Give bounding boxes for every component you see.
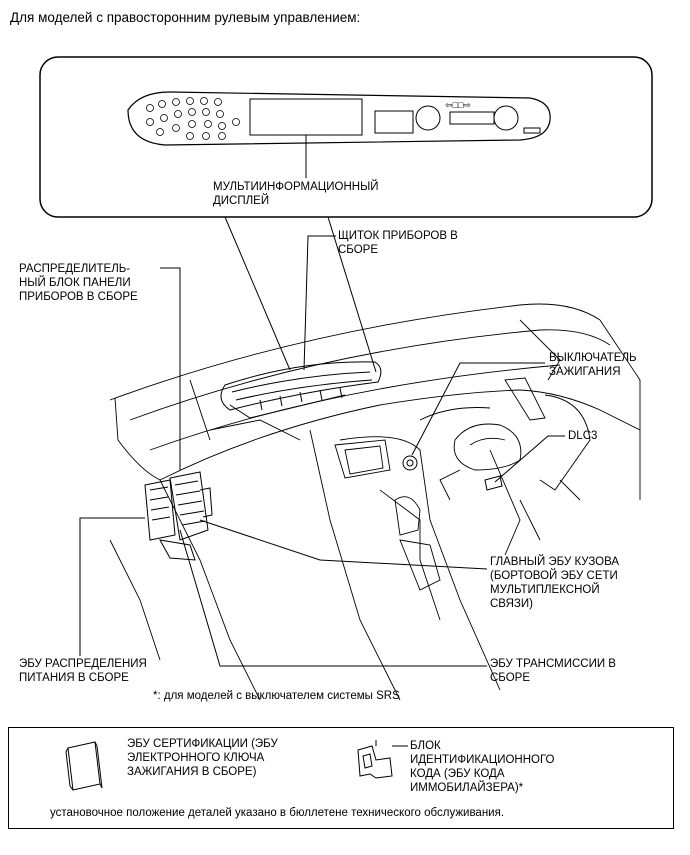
cert-ecu-icon — [65, 741, 103, 791]
ignition-switch-part — [402, 455, 418, 471]
leader-lines — [79, 235, 565, 667]
page-title: Для моделей с правосторонним рулевым упр… — [10, 10, 361, 25]
cert-ecu-label: ЭБУ СЕРТИФИКАЦИИ (ЭБУ ЭЛЕКТРОННОГО КЛЮЧА… — [127, 738, 278, 778]
dashboard-outline — [109, 303, 641, 701]
meter-part — [220, 361, 382, 419]
legend-box — [8, 727, 674, 829]
body-ecu-label: ГЛАВНЫЙ ЭБУ КУЗОВА (БОРТОВОЙ ЭБУ СЕТИ МУ… — [490, 556, 620, 610]
ignition-switch-label: ВЫКЛЮЧАТЕЛЬ ЗАЖИГАНИЯ — [549, 352, 637, 378]
legend-note: установочное положение деталей указано в… — [50, 807, 505, 819]
multi-display-label: МУЛЬТИИНФОРМАЦИОННЫЙ ДИСПЛЕЙ — [213, 181, 379, 207]
id-block-icon — [357, 740, 408, 779]
junction-block-part — [144, 471, 213, 561]
svg-text:⇦□□⇨: ⇦□□⇨ — [445, 100, 471, 110]
footnote: *: для моделей с выключателем системы SR… — [153, 690, 400, 702]
meter-label: ЩИТОК ПРИБОРОВ В СБОРЕ — [338, 230, 458, 256]
power-ecu-label: ЭБУ РАСПРЕДЕЛЕНИЯ ПИТАНИЯ В СБОРЕ — [19, 658, 147, 684]
dlc3-label: DLC3 — [568, 430, 598, 442]
id-block-label: БЛОК ИДЕНТИФИКАЦИОННОГО КОДА (ЭБУ КОДА И… — [410, 740, 555, 794]
junction-block-label: РАСПРЕДЕЛИТЕЛЬ- НЫЙ БЛОК ПАНЕЛИ ПРИБОРОВ… — [19, 263, 138, 303]
transmission-ecu-label: ЭБУ ТРАНСМИССИИ В СБОРЕ — [490, 658, 616, 684]
left-buttons — [146, 97, 240, 140]
dlc3-part — [484, 475, 503, 491]
